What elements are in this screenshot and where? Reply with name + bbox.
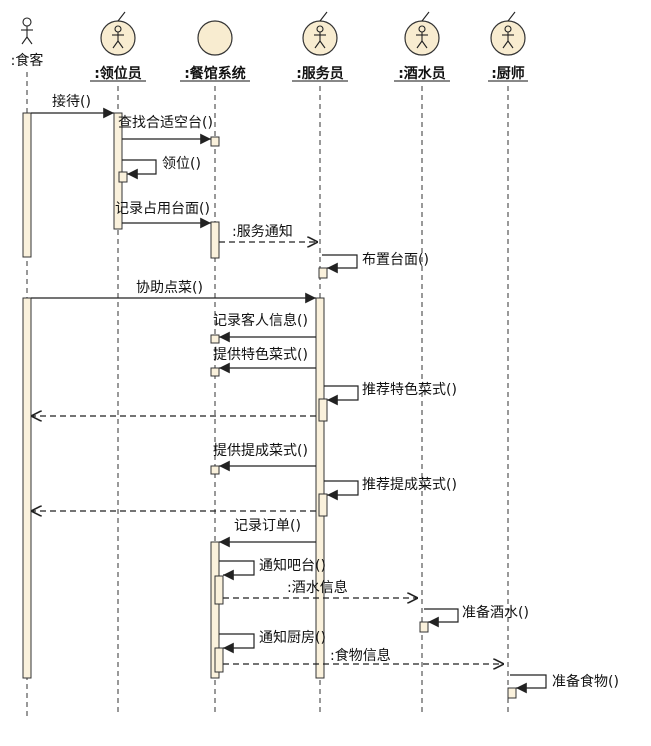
message-label: :服务通知 — [232, 223, 293, 240]
activation-bar — [210, 221, 220, 259]
participant-waiter: :服务员 — [292, 11, 348, 82]
participant-diner: :食客 — [11, 17, 44, 69]
participant-label: :领位员 — [94, 65, 142, 82]
self-message-arrow — [324, 480, 359, 501]
message-label: 协助点菜() — [136, 280, 203, 296]
participant-restaurant-system: :餐馆系统 — [180, 20, 250, 82]
activation-bar — [214, 647, 224, 673]
activation-bar — [210, 136, 220, 147]
self-message-arrow — [424, 608, 459, 628]
actor-in-circle-icon — [490, 11, 526, 56]
activation-bar — [507, 687, 517, 699]
message-label: 记录客人信息() — [213, 312, 308, 329]
actor-in-circle-icon — [100, 11, 136, 56]
activation-bar — [419, 621, 429, 633]
message-label: 提供特色菜式() — [213, 346, 308, 363]
self-message-arrow — [219, 633, 255, 654]
participant-bartender: :酒水员 — [394, 11, 450, 82]
self-message-arrow — [510, 674, 547, 694]
message-label: 准备食物() — [552, 673, 619, 690]
self-message-arrow — [324, 385, 359, 406]
message-label: 记录订单() — [234, 518, 301, 534]
message-label: 通知厨房() — [259, 629, 326, 646]
activation-bar — [210, 334, 220, 344]
message-label: 推荐特色菜式() — [362, 381, 457, 398]
message-label: 接待() — [52, 93, 91, 110]
message-label: 提供提成菜式() — [213, 443, 308, 459]
message-label: :酒水信息 — [287, 579, 348, 596]
actor-icon — [21, 17, 33, 45]
message-label: :食物信息 — [330, 647, 391, 664]
actor-in-circle-icon — [404, 11, 440, 56]
actor-in-circle-icon — [302, 11, 338, 56]
participant-label: :服务员 — [296, 65, 344, 82]
circle-icon — [197, 20, 233, 56]
activation-bar — [210, 367, 220, 377]
activation-bar — [318, 398, 328, 422]
activation-bar — [118, 171, 128, 183]
participant-label: :酒水员 — [398, 65, 446, 82]
activation-bar — [318, 493, 328, 517]
self-message-arrow — [122, 159, 157, 180]
participant-chef: :厨师 — [488, 11, 528, 82]
activation-bar — [113, 112, 123, 230]
participant-host: :领位员 — [90, 11, 146, 82]
message-label: 领位() — [162, 156, 201, 172]
activation-bar — [318, 267, 328, 279]
activation-bar — [210, 541, 220, 679]
activation-bar — [210, 465, 220, 475]
message-label: 记录占用台面() — [115, 201, 210, 217]
message-label: 准备酒水() — [462, 604, 529, 621]
participant-label: :餐馆系统 — [184, 65, 246, 82]
message-label: 推荐提成菜式() — [362, 477, 457, 493]
participant-label: :食客 — [11, 52, 44, 69]
message-label: 查找合适空台() — [118, 115, 213, 131]
self-message-arrow — [322, 254, 358, 274]
activation-bar — [22, 297, 32, 679]
message-label: 通知吧台() — [259, 557, 326, 574]
activation-bar — [315, 297, 325, 679]
message-label: 布置台面() — [362, 252, 429, 268]
self-message-arrow — [219, 560, 255, 581]
activation-bar — [214, 575, 224, 605]
participant-label: :厨师 — [491, 65, 525, 82]
activation-bar — [22, 112, 32, 258]
